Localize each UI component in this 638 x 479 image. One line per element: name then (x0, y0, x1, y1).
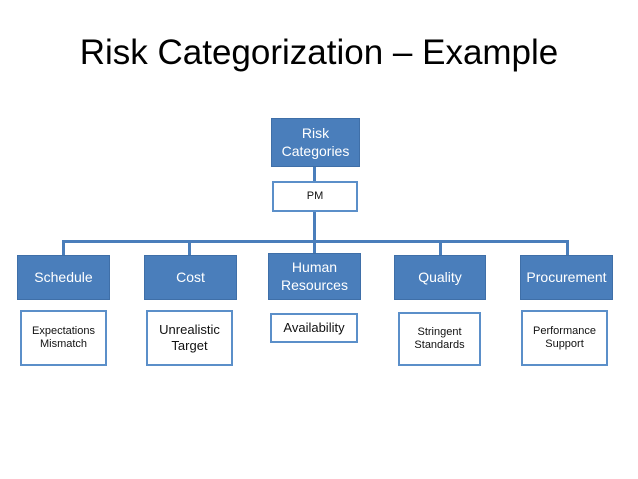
node-unrealistic-target[interactable]: Unrealistic Target (146, 310, 233, 366)
node-human-resources[interactable]: Human Resources (268, 253, 361, 300)
node-expectations-mismatch-label: Expectations Mismatch (32, 324, 95, 350)
node-performance-support[interactable]: Performance Support (521, 310, 608, 366)
connector-drop-cost (188, 240, 191, 256)
node-performance-support-label: Performance Support (533, 324, 596, 350)
node-stringent-standards-label: Stringent Standards (414, 325, 465, 351)
node-availability-label: Availability (283, 320, 345, 336)
node-availability[interactable]: Availability (270, 313, 358, 343)
connector-drop-quality (439, 240, 442, 256)
node-schedule-label: Schedule (34, 268, 93, 285)
node-quality[interactable]: Quality (394, 255, 486, 300)
connector-drop-procurement (566, 240, 569, 256)
connector-root-to-pm (313, 167, 316, 183)
node-quality-label: Quality (418, 268, 462, 285)
node-cost[interactable]: Cost (144, 255, 237, 300)
node-stringent-standards[interactable]: Stringent Standards (398, 312, 481, 366)
node-procurement[interactable]: Procurement (520, 255, 613, 300)
node-schedule[interactable]: Schedule (17, 255, 110, 300)
node-procurement-label: Procurement (526, 268, 607, 285)
node-risk-categories-label: Risk Categories (281, 125, 350, 159)
page-title: Risk Categorization – Example (79, 33, 559, 72)
node-cost-label: Cost (176, 268, 205, 285)
node-expectations-mismatch[interactable]: Expectations Mismatch (20, 310, 107, 366)
connector-drop-human-resources (313, 240, 316, 256)
connector-pm-to-bus (313, 212, 316, 242)
node-pm-label: PM (306, 189, 324, 202)
node-pm[interactable]: PM (272, 181, 358, 212)
connector-drop-schedule (62, 240, 65, 256)
node-human-resources-label: Human Resources (281, 259, 348, 293)
node-unrealistic-target-label: Unrealistic Target (159, 322, 220, 353)
node-risk-categories[interactable]: Risk Categories (271, 118, 360, 167)
